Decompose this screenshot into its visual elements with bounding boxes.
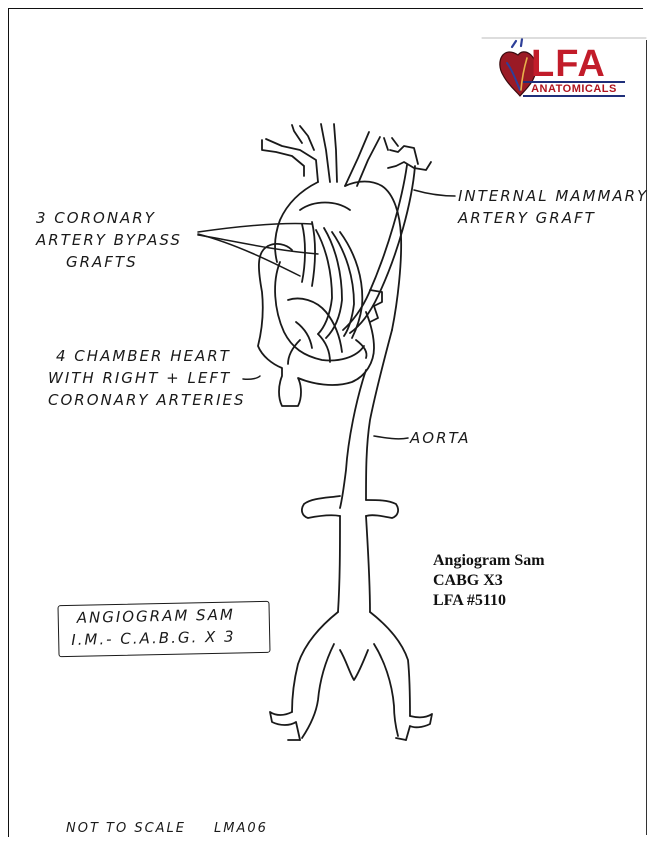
aorta-label: AORTA <box>410 427 471 449</box>
footer-note: NOT TO SCALE <box>66 818 186 840</box>
product-info: Angiogram Sam CABG X3 LFA #5110 <box>433 551 545 611</box>
logo-subtitle: ANATOMICALS <box>523 81 625 97</box>
footer-code: LMA06 <box>214 818 268 840</box>
iliac-arteries <box>270 612 432 740</box>
product-box: ANGIOGRAM SAM I.M.- C.A.B.G. x 3 <box>57 601 270 657</box>
logo-wordmark: LFA <box>531 44 606 84</box>
bypass-grafts-label: 3 CORONARY ARTERY BYPASS GRAFTS <box>36 207 182 273</box>
product-box-line1: ANGIOGRAM SAM <box>77 606 235 627</box>
product-box-line2: I.M.- C.A.B.G. x 3 <box>71 628 236 649</box>
aortic-arch <box>262 124 431 330</box>
heart-label: 4 CHAMBER HEART WITH RIGHT + LEFT CORONA… <box>48 345 246 411</box>
descending-aorta <box>302 330 398 612</box>
mammary-graft-label: INTERNAL MAMMARY ARTERY GRAFT <box>458 185 648 229</box>
